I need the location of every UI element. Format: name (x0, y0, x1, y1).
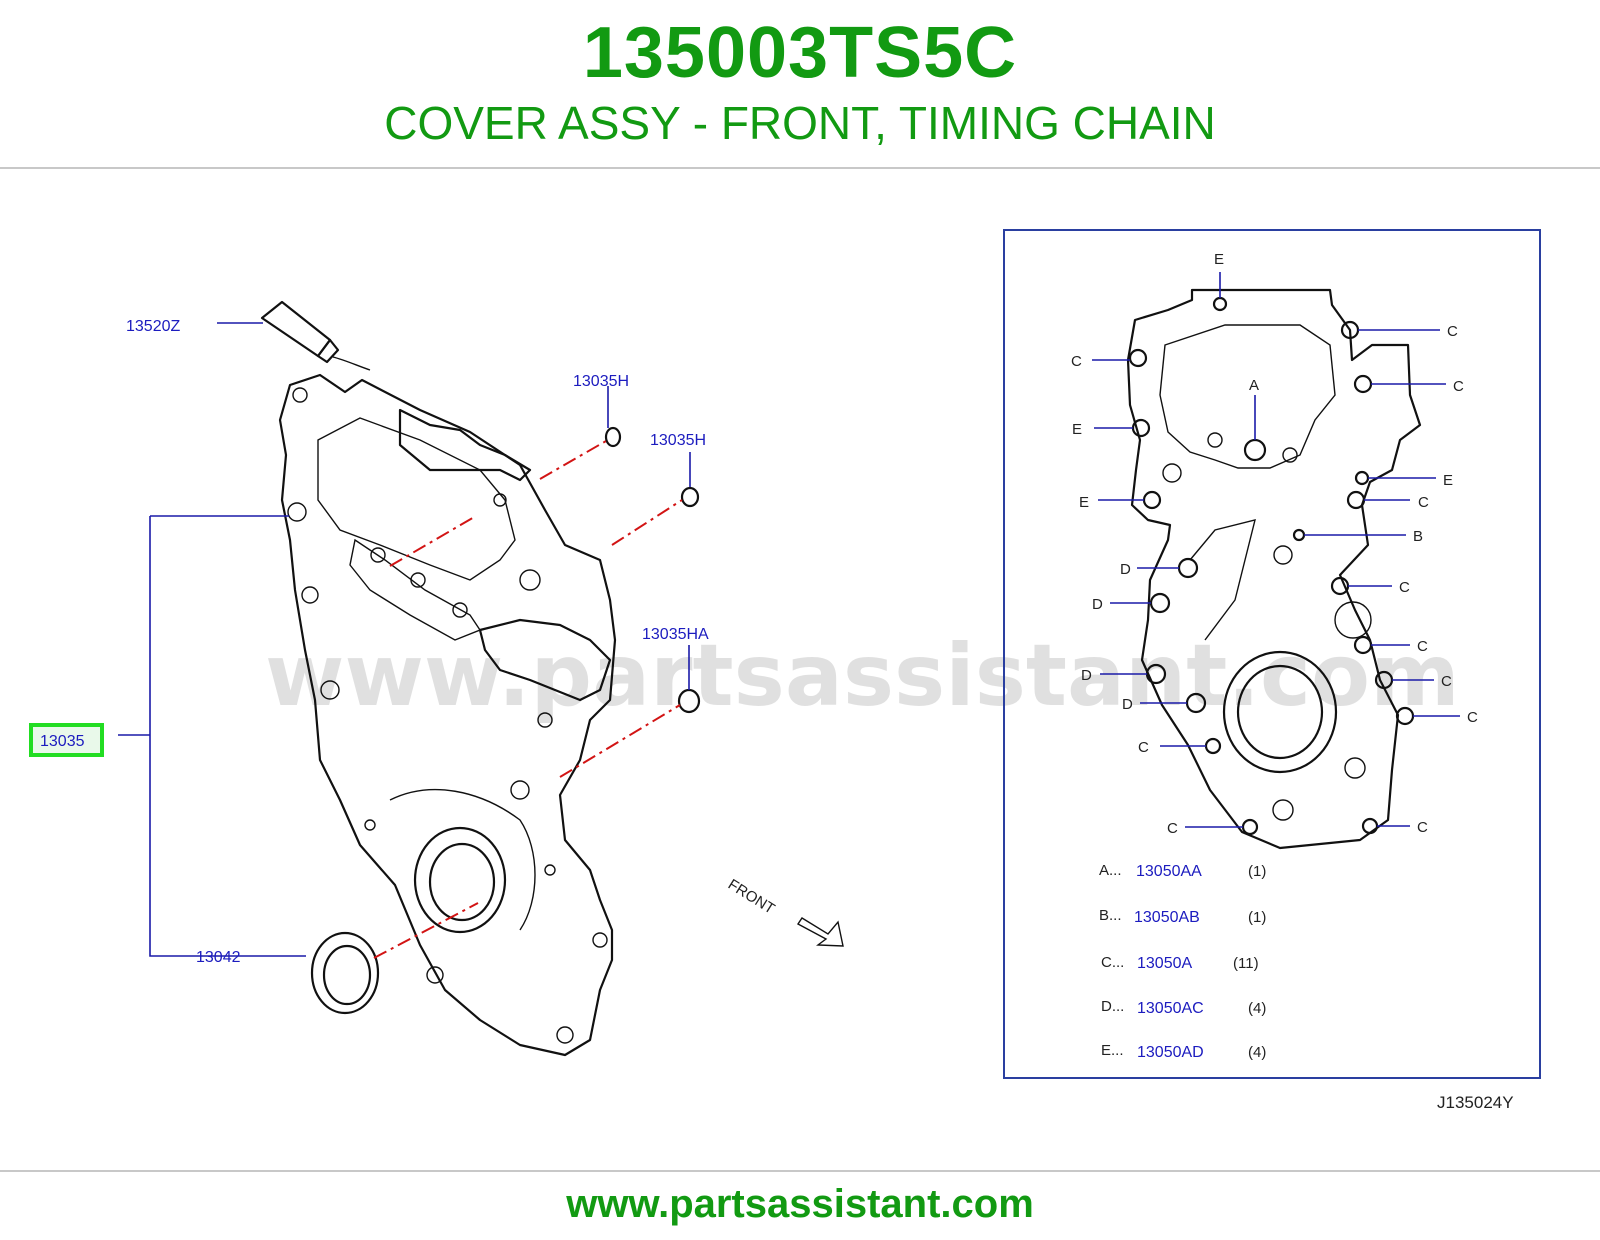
alignment-line-4 (373, 902, 479, 959)
o-ring-1-icon (604, 426, 622, 448)
callout-oring-1[interactable]: 13035H (573, 373, 629, 390)
callout-oil-seal[interactable]: 13042 (196, 949, 241, 966)
legend-qty: (4) (1248, 1000, 1266, 1017)
legend-qty: (1) (1248, 909, 1266, 926)
bolt-letter-c: C (1418, 494, 1429, 511)
bolt-letter-c: C (1447, 323, 1458, 340)
bolt-letter-d: D (1092, 596, 1103, 613)
bolt-legend: A... 13050AA (1) B... 13050AB (1) C... 1… (1099, 862, 1266, 1061)
footer-divider (0, 1170, 1600, 1172)
bolt-letter-c: C (1417, 819, 1428, 836)
bolt-location-outline (1126, 288, 1422, 850)
legend-qty: (1) (1248, 863, 1266, 880)
bolt-letter-b: B (1413, 528, 1423, 545)
callout-oring-3[interactable]: 13035HA (642, 626, 709, 643)
figure-code: J135024Y (1437, 1093, 1514, 1112)
bolt-letter-e: E (1072, 421, 1082, 438)
bolt-letter-labels: E C C C A E E E C B D C D C D C D C C C … (1071, 251, 1478, 837)
legend-part-link[interactable]: 13050AA (1136, 863, 1202, 880)
legend-letter: C... (1101, 954, 1124, 971)
callout-oring-2[interactable]: 13035H (650, 432, 706, 449)
bolt-letter-c: C (1453, 378, 1464, 395)
bolt-letter-d: D (1122, 696, 1133, 713)
alignment-line-5 (389, 515, 477, 567)
callout-sealant[interactable]: 13520Z (126, 318, 180, 335)
bolt-letter-e: E (1214, 251, 1224, 268)
watermark-text: www.partsassistant.com (265, 626, 1460, 726)
legend-letter: D... (1101, 998, 1124, 1015)
legend-part-link[interactable]: 13050A (1137, 955, 1192, 972)
bolt-letter-c: C (1417, 638, 1428, 655)
front-arrow-icon (796, 917, 844, 947)
legend-part-link[interactable]: 13050AB (1134, 909, 1200, 926)
part-number-title: 135003TS5C (582, 13, 1018, 93)
bolt-letter-c: C (1071, 353, 1082, 370)
front-label: FRONT (725, 876, 778, 918)
legend-qty: (4) (1248, 1044, 1266, 1061)
bolt-leaders (1092, 272, 1460, 828)
legend-qty: (11) (1233, 955, 1259, 972)
bolt-letter-c: C (1441, 673, 1452, 690)
oil-seal-icon (310, 931, 380, 1015)
footer-website-link[interactable]: www.partsassistant.com (566, 1182, 1034, 1226)
header-divider (0, 167, 1600, 169)
alignment-line-3 (559, 704, 681, 778)
bolt-letter-a: A (1249, 377, 1259, 394)
bolt-letter-e: E (1443, 472, 1453, 489)
part-description: COVER ASSY - FRONT, TIMING CHAIN (384, 97, 1216, 149)
bolt-location-panel (1003, 229, 1541, 1079)
callout-cover-assy[interactable]: 13035 (40, 733, 85, 750)
callout-highlight-box (29, 723, 104, 757)
bolt-letter-c: C (1399, 579, 1410, 596)
legend-letter: A... (1099, 862, 1122, 879)
legend-letter: E... (1101, 1042, 1124, 1059)
sealant-tube-icon (260, 300, 371, 371)
timing-cover-illustration (278, 373, 617, 1057)
alignment-line-2 (611, 499, 683, 546)
legend-part-link[interactable]: 13050AC (1137, 1000, 1204, 1017)
alignment-line-1 (539, 440, 607, 480)
bolt-letter-c: C (1138, 739, 1149, 756)
o-ring-2-icon (680, 486, 700, 508)
bolt-markers (1128, 296, 1415, 836)
bolt-letter-c: C (1167, 820, 1178, 837)
leader-bracket-cover (118, 515, 306, 957)
bolt-letter-c: C (1467, 709, 1478, 726)
bolt-letter-d: D (1081, 667, 1092, 684)
bolt-letter-d: D (1120, 561, 1131, 578)
legend-letter: B... (1099, 907, 1122, 924)
bolt-letter-e: E (1079, 494, 1089, 511)
legend-part-link[interactable]: 13050AD (1137, 1044, 1204, 1061)
